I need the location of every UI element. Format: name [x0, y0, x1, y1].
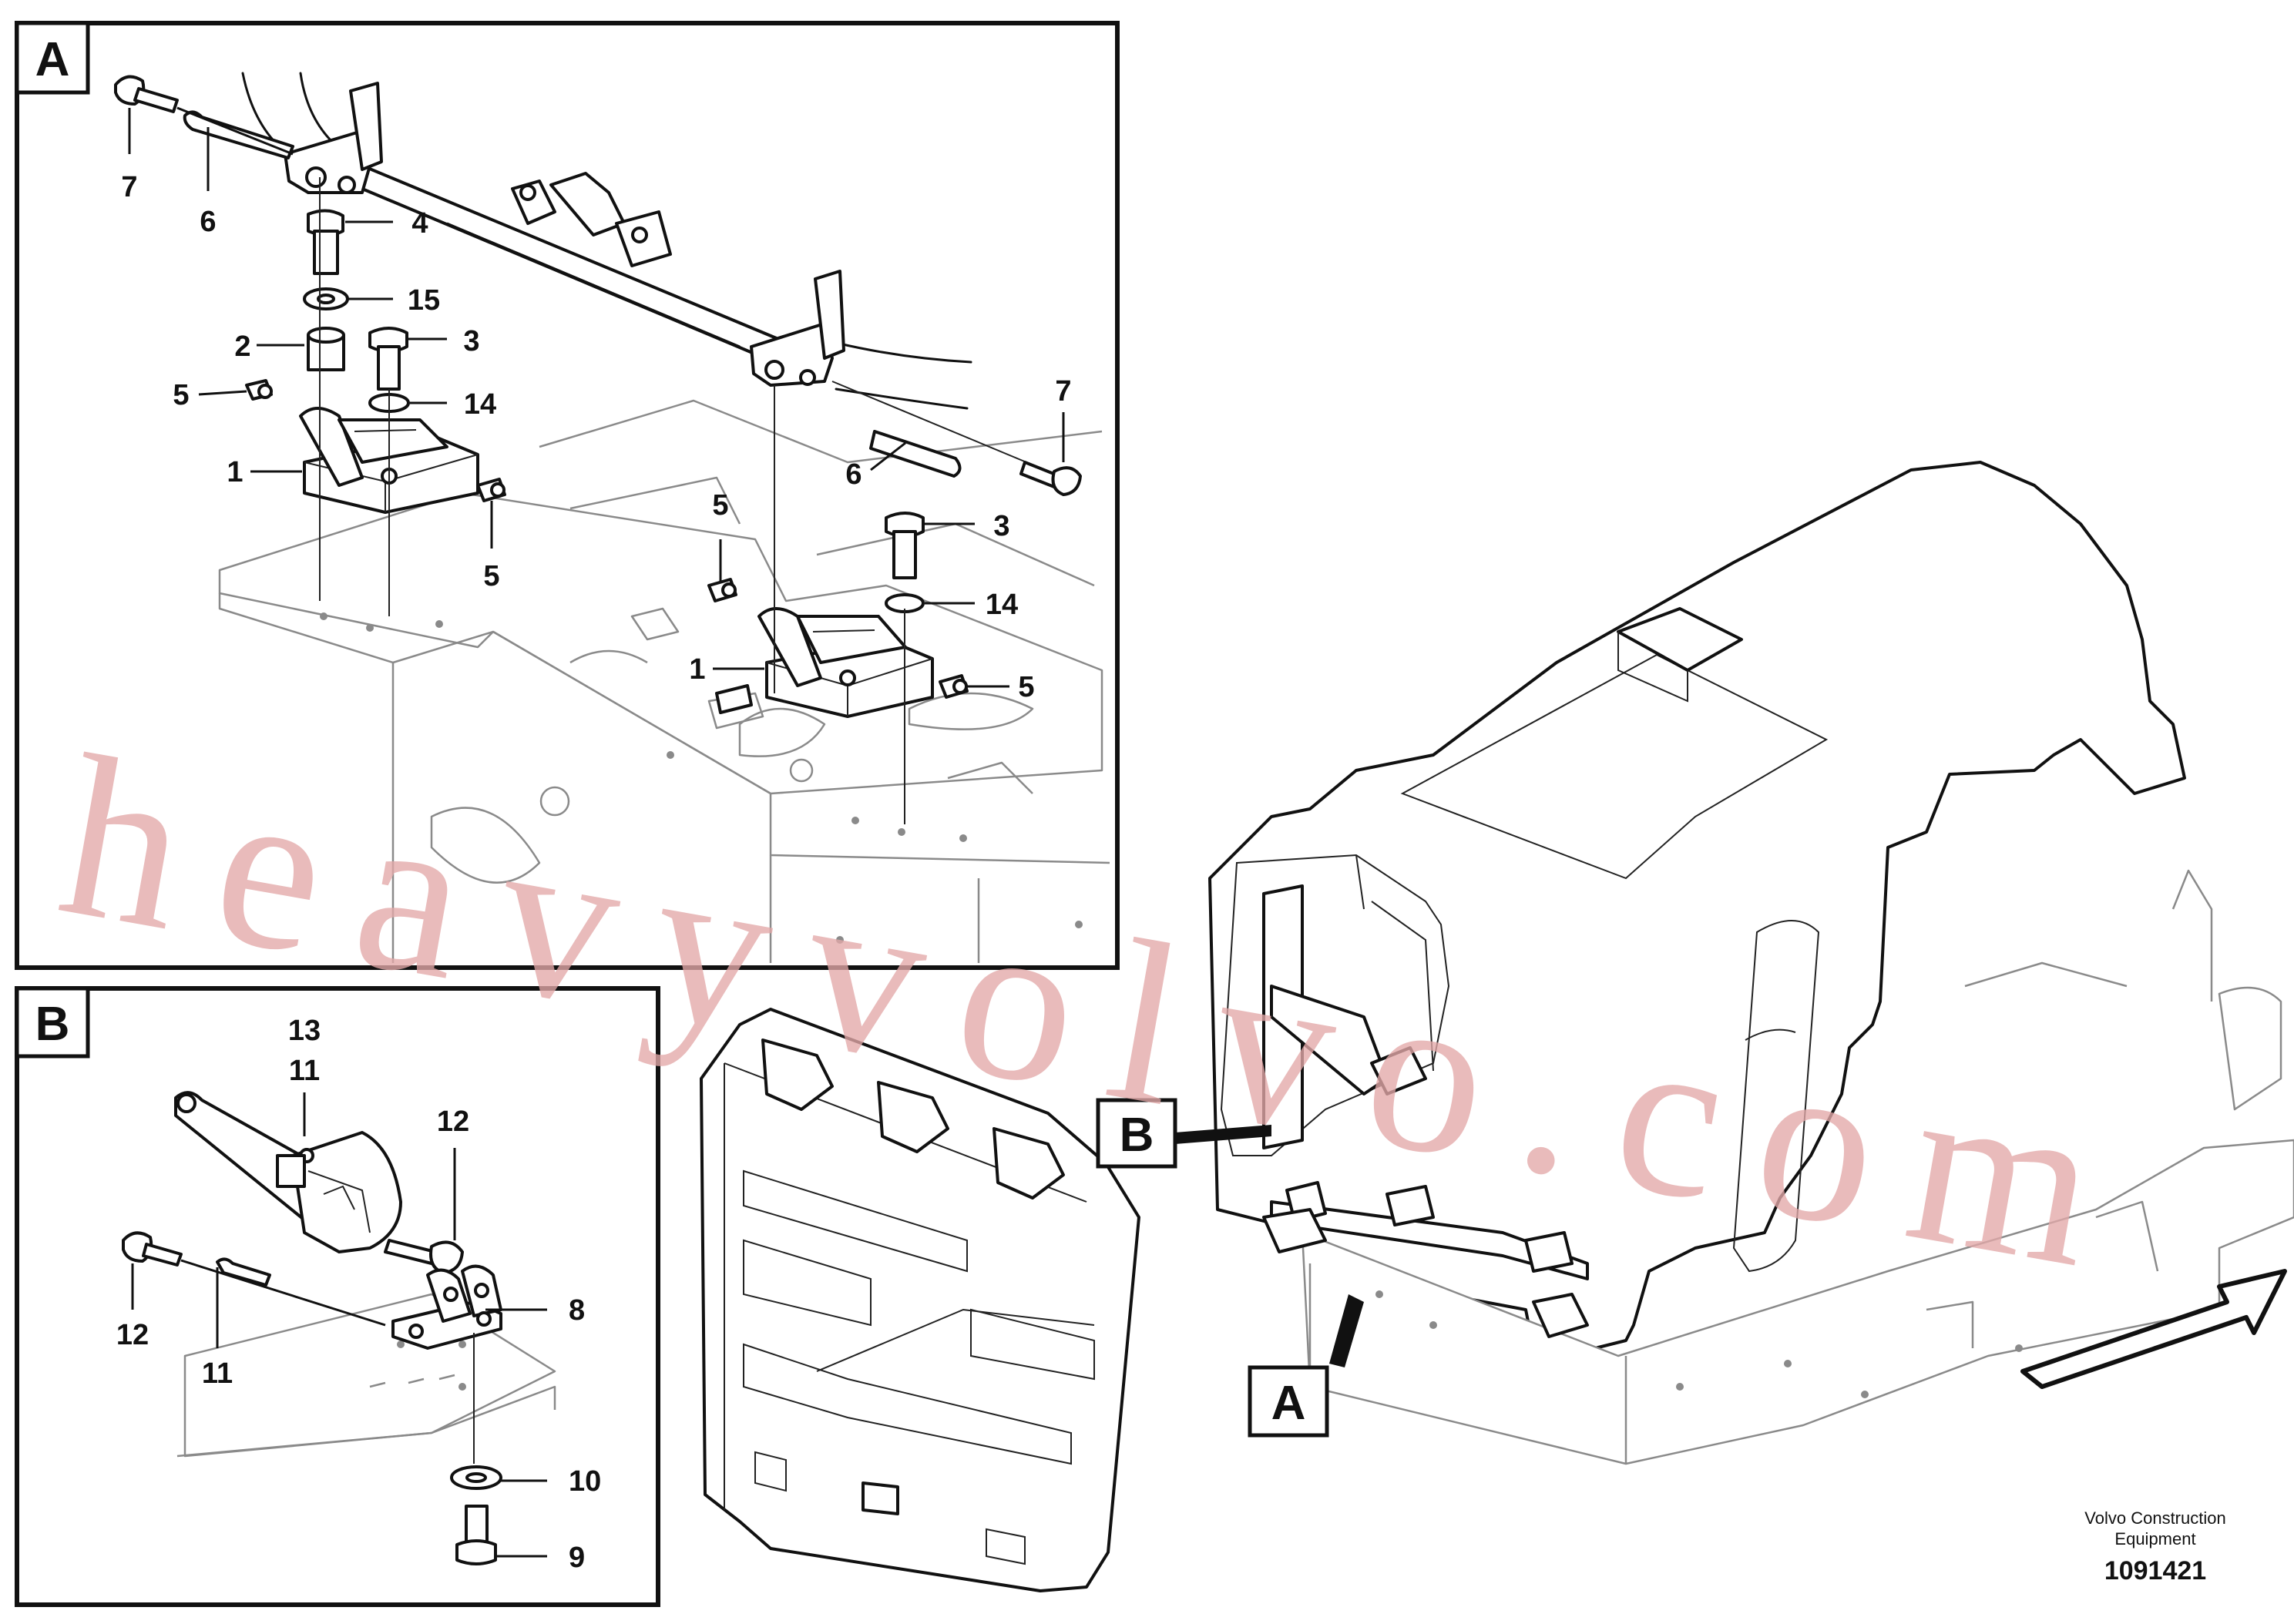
callout-6-right: 6 [845, 458, 862, 491]
callout-12-left: 12 [116, 1319, 149, 1351]
callout-14-left: 14 [464, 388, 496, 421]
view-direction-arrow-icon [2020, 1269, 2287, 1389]
callout-10: 10 [569, 1465, 601, 1498]
callout-2: 2 [234, 331, 250, 363]
cable-right [835, 341, 972, 364]
bolt-3-right [885, 512, 925, 579]
callout-13: 13 [288, 1015, 321, 1047]
bracket-8 [391, 1264, 502, 1350]
callouts-a: 7 6 4 15 3 2 14 5 1 5 7 6 5 3 14 1 5 [121, 171, 1071, 703]
nut-5-left [245, 379, 273, 401]
callout-5-right-bottom: 5 [1018, 671, 1034, 703]
footer-doc-number: 1091421 [2104, 1556, 2206, 1585]
callout-3-right: 3 [993, 510, 1009, 542]
support-rod [361, 164, 780, 364]
overview-tag-a: A [1248, 1365, 1329, 1438]
bushing-2 [307, 327, 345, 371]
panel-a-cab-floor [218, 399, 1110, 963]
bracket-right [750, 270, 845, 387]
bolt-9 [455, 1505, 497, 1565]
leaders-a [128, 108, 1065, 688]
pin-11-top [276, 1154, 306, 1188]
callout-12-right: 12 [437, 1106, 469, 1138]
footer-company-line2: Equipment [2114, 1529, 2195, 1549]
panel-b: B [15, 986, 660, 1607]
bracket-left [284, 82, 383, 194]
panel-b-frame [15, 986, 660, 1607]
bolt-12-left [122, 1231, 183, 1267]
pin-6-left [183, 110, 294, 159]
rod-axis-left [176, 106, 294, 156]
pin-11-left [216, 1257, 271, 1287]
footer-company: Volvo Construction [2084, 1508, 2225, 1528]
bolt-4 [307, 209, 344, 275]
mount-1-left [299, 407, 479, 514]
latch-assembly [174, 1091, 402, 1253]
pointer-a [1329, 1294, 1364, 1367]
cover-panel [700, 1008, 1140, 1592]
callout-3-left: 3 [463, 325, 479, 357]
cable-right-2 [835, 388, 969, 410]
panel-a-frame [15, 21, 1120, 970]
callout-6-left: 6 [200, 206, 216, 238]
bolt-3-left [368, 327, 408, 391]
callout-5-center: 5 [483, 560, 499, 592]
overview-label-b: B [1120, 1109, 1154, 1162]
pointer-b [1175, 1125, 1271, 1144]
overview-label-a: A [1271, 1377, 1306, 1430]
callout-15: 15 [408, 284, 440, 317]
callout-14-right: 14 [986, 589, 1018, 621]
callout-7-right: 7 [1055, 375, 1071, 408]
cab-overview [1175, 461, 2294, 1465]
callout-5-right-top: 5 [712, 489, 728, 522]
nut-5-right-top [707, 578, 737, 602]
callout-1-left: 1 [227, 456, 243, 488]
callout-1-right: 1 [689, 653, 705, 686]
nut-5-right-bottom [939, 674, 969, 699]
callout-8: 8 [569, 1294, 585, 1327]
callout-11-left: 11 [202, 1357, 233, 1390]
callout-5-left: 5 [173, 379, 189, 411]
bolt-7-right [1019, 461, 1082, 496]
callout-4: 4 [411, 207, 428, 240]
panel-a-tag [15, 21, 90, 95]
strut-axis [180, 1259, 386, 1327]
callout-11-top: 11 [289, 1055, 320, 1087]
callout-9: 9 [569, 1542, 585, 1574]
bolt-12-right [384, 1239, 464, 1274]
panel-b-tag [15, 986, 90, 1059]
panel-a: A [15, 21, 1120, 970]
callout-7-left: 7 [121, 171, 137, 203]
panel-b-letter: B [35, 998, 70, 1051]
panel-a-letter: A [35, 33, 70, 86]
footer: Volvo Construction Equipment 1091421 [2084, 1508, 2225, 1585]
leaders-b [131, 1092, 547, 1558]
nut-5-center [476, 478, 506, 502]
overview-tag-b: B [1096, 1098, 1177, 1169]
bolt-7-left [114, 75, 179, 113]
callouts-b: 13 11 12 12 11 8 10 9 [116, 1015, 601, 1574]
